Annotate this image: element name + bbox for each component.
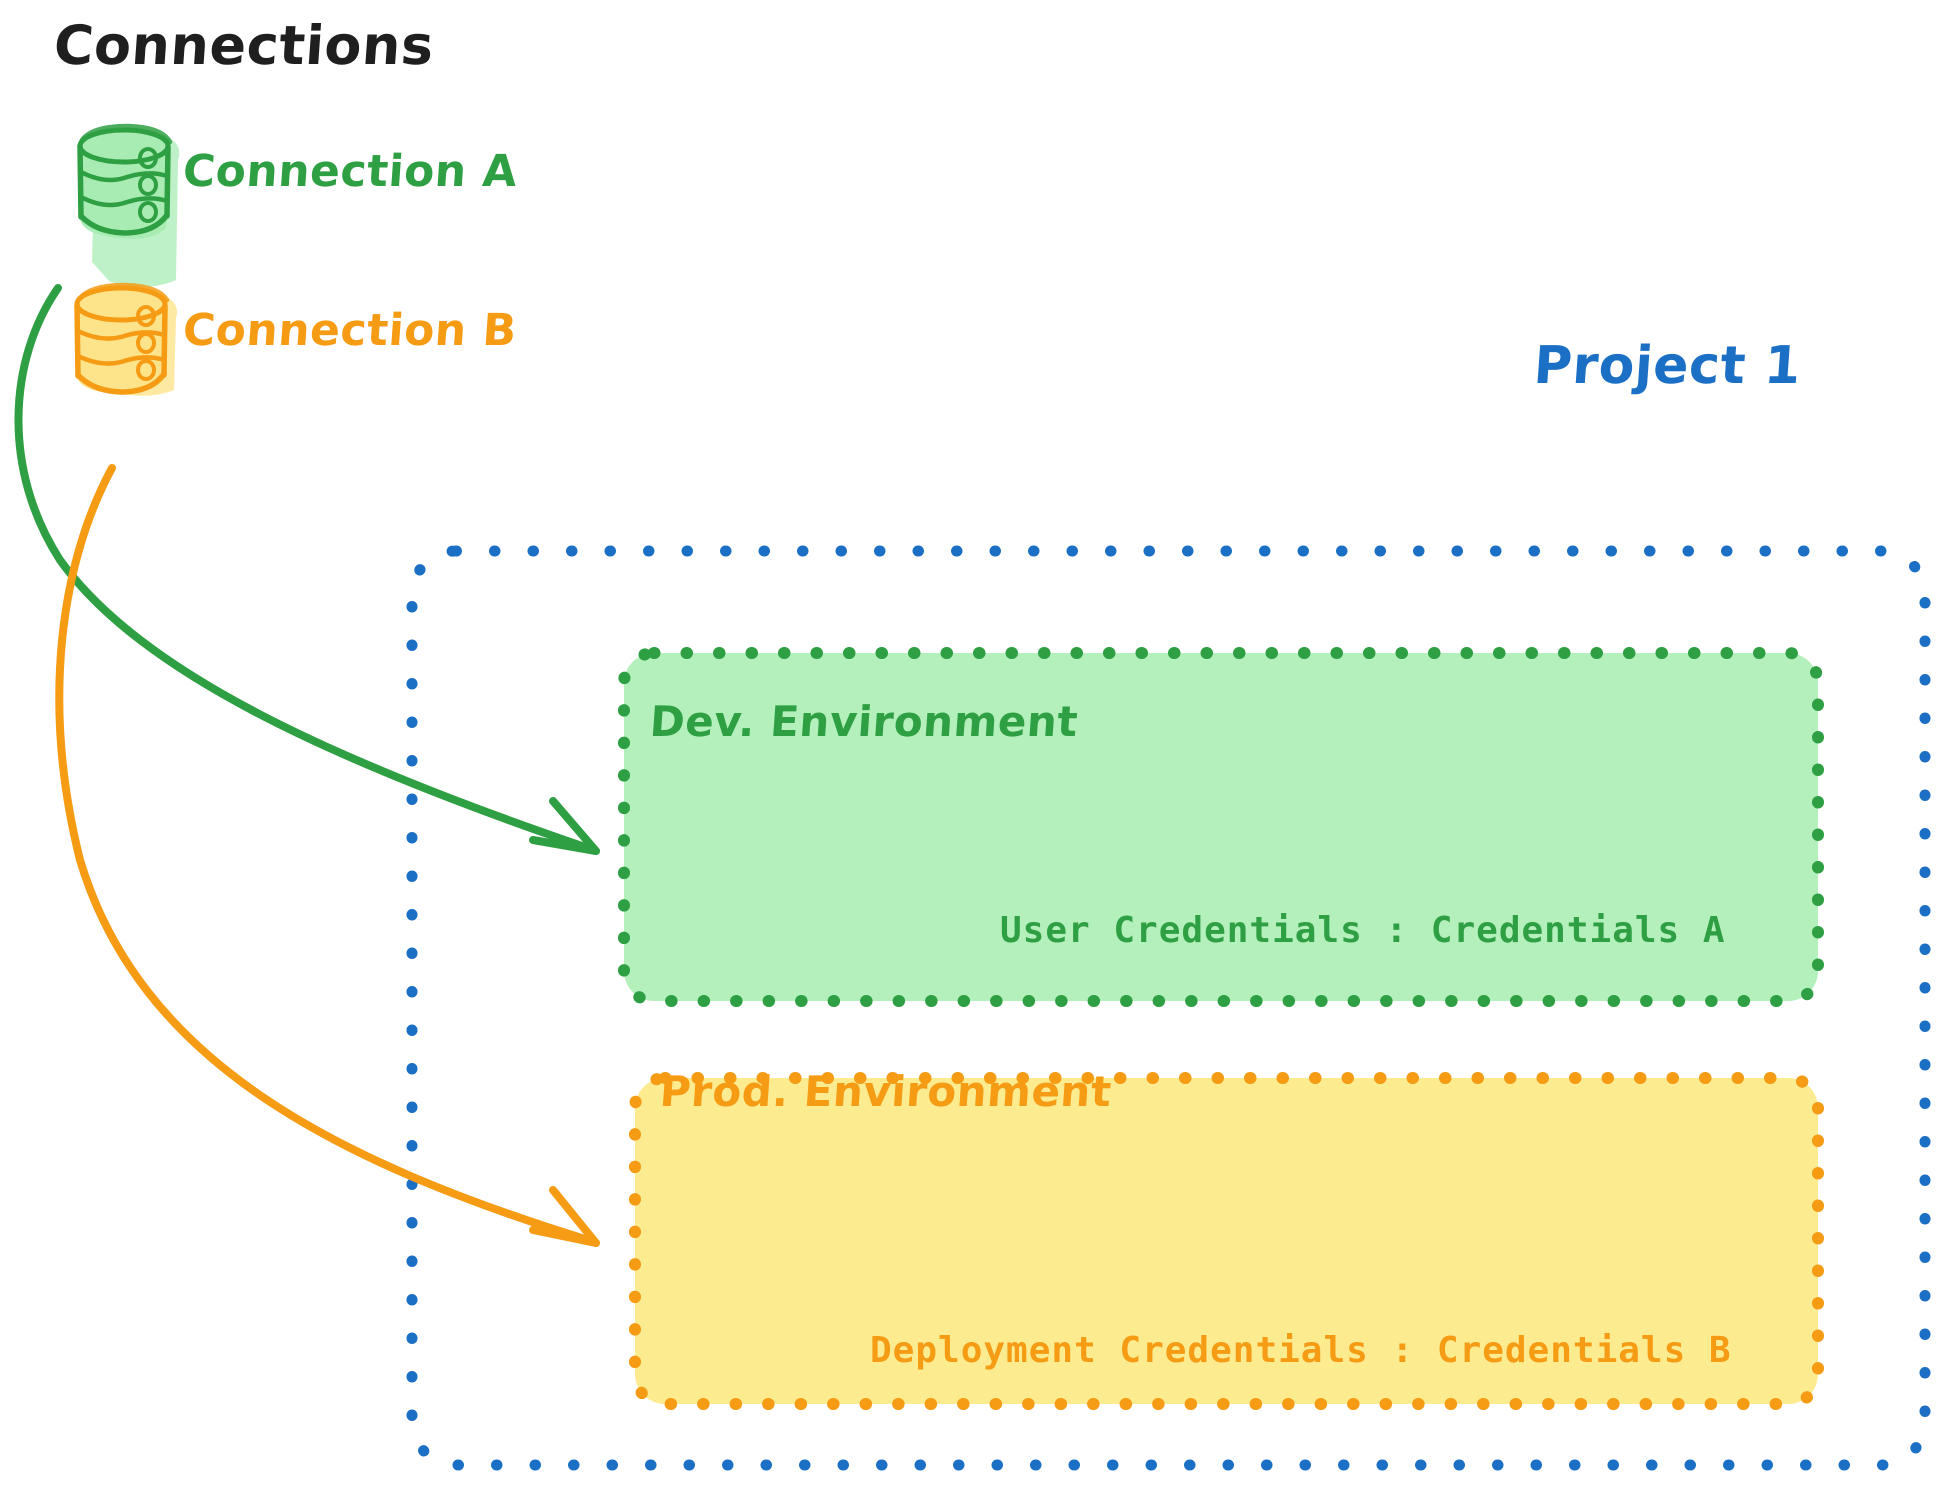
database-cylinder-icon[interactable] [77, 123, 180, 287]
arrow-connection-a-to-dev-environment [14, 284, 600, 855]
arrow-connection-b-to-prod-environment [55, 464, 600, 1247]
connection-b-label: Connection B [181, 305, 519, 356]
prod-environment-title: Prod. Environment [658, 1067, 1114, 1116]
dev-environment-credentials: User Credentials : Credentials A [1000, 910, 1726, 951]
database-cylinder-icon[interactable] [74, 282, 177, 396]
project-title: Project 1 [1531, 336, 1804, 396]
dev-environment-box[interactable] [618, 647, 1824, 1007]
prod-environment-credentials: Deployment Credentials : Credentials B [870, 1330, 1732, 1371]
prod-environment-box[interactable] [629, 1072, 1824, 1410]
page-title: Connections [51, 14, 436, 77]
connection-a-label: Connection A [181, 146, 519, 197]
dev-environment-title: Dev. Environment [648, 697, 1080, 746]
